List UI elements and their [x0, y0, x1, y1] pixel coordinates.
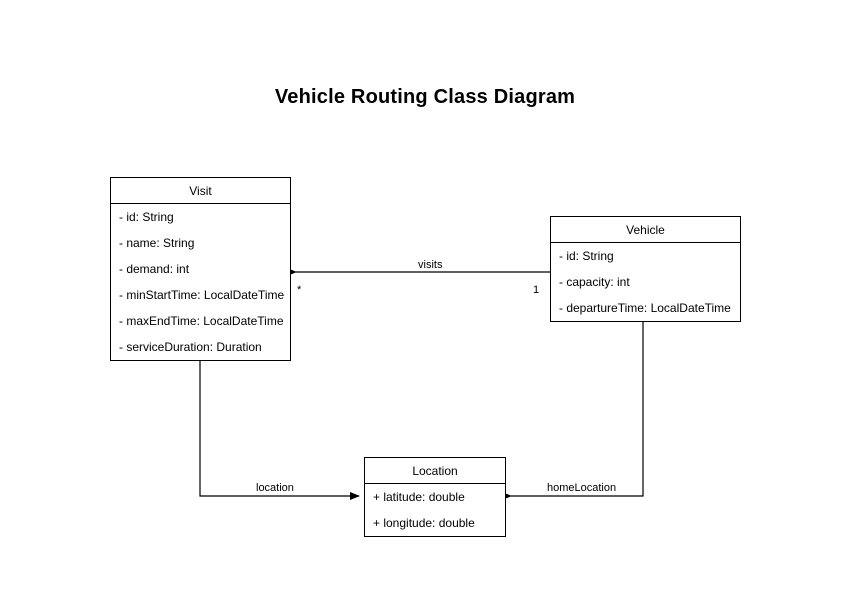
class-name-location: Location — [365, 458, 505, 484]
attribute-row: - demand: int — [119, 262, 190, 276]
class-attributes-vehicle: - id: String - capacity: int - departure… — [551, 243, 740, 321]
class-attributes-location: + latitude: double + longitude: double — [365, 484, 505, 536]
class-box-visit[interactable]: Visit - id: String - name: String - dema… — [110, 177, 291, 361]
attribute-row: - id: String — [559, 249, 614, 263]
diagram-title: Vehicle Routing Class Diagram — [274, 86, 576, 108]
attribute-row: - departureTime: LocalDateTime — [559, 301, 731, 315]
class-name-visit: Visit — [111, 178, 290, 204]
edge-homelocation — [502, 322, 644, 500]
edge-label-location: location — [253, 482, 297, 494]
attribute-row: - serviceDuration: Duration — [119, 340, 262, 354]
class-name-vehicle: Vehicle — [551, 217, 740, 243]
edge-location — [199, 360, 360, 500]
attribute-row: - id: String — [119, 210, 174, 224]
attribute-row: - minStartTime: LocalDateTime — [119, 288, 285, 302]
class-box-location[interactable]: Location + latitude: double + longitude:… — [364, 457, 506, 537]
attribute-row: - capacity: int — [559, 275, 630, 289]
multiplicity-vehicle-end: 1 — [533, 284, 540, 296]
class-attributes-visit: - id: String - name: String - demand: in… — [111, 204, 290, 360]
class-box-vehicle[interactable]: Vehicle - id: String - capacity: int - d… — [550, 216, 741, 322]
attribute-row: - maxEndTime: LocalDateTime — [119, 314, 284, 328]
edge-label-visits: visits — [415, 259, 446, 271]
multiplicity-visit-end: * — [297, 284, 302, 296]
attribute-row: + longitude: double — [373, 516, 475, 530]
attribute-row: - name: String — [119, 236, 195, 250]
edge-label-homelocation: homeLocation — [544, 482, 620, 494]
attribute-row: + latitude: double — [373, 490, 465, 504]
